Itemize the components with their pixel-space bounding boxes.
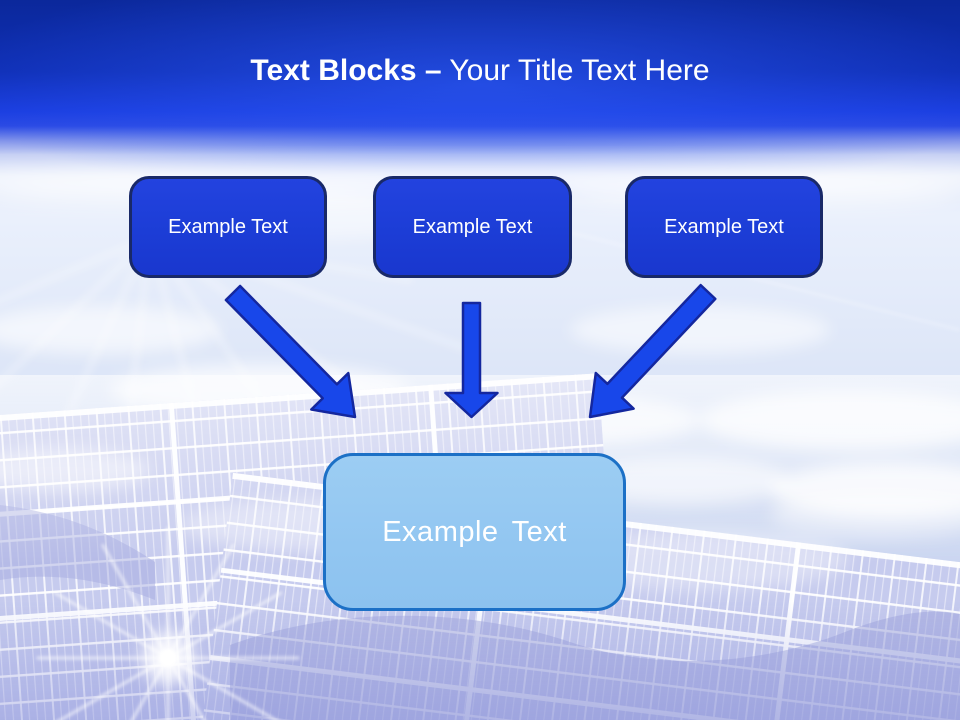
arrow-down-left-icon: [588, 283, 717, 419]
text-block-2-label: Example Text: [412, 215, 533, 238]
hill-reflection: [230, 611, 960, 720]
bottom-shade: [0, 600, 960, 720]
text-block-3-label: Example Text: [664, 215, 784, 238]
text-block-1[interactable]: Example Text: [129, 176, 327, 278]
slide-title[interactable]: Text Blocks – Your Title Text Here: [0, 52, 960, 90]
sunburst-center: [159, 649, 177, 667]
header-glow: [0, 0, 960, 205]
sunburst: [36, 526, 300, 720]
text-block-2[interactable]: Example Text: [373, 176, 572, 278]
summary-block-label: Example Text: [382, 515, 567, 548]
arrow-down-right-icon: [224, 284, 357, 419]
sunburst-core: [142, 632, 194, 684]
arrow-down-icon: [444, 301, 499, 419]
text-block-3[interactable]: Example Text: [625, 176, 823, 278]
hill-reflection-left: [0, 505, 155, 600]
title-bold-text: Text Blocks –: [250, 54, 442, 87]
summary-block[interactable]: Example Text: [323, 453, 626, 611]
text-block-1-label: Example Text: [168, 215, 288, 238]
title-regular-text: Your Title Text Here: [449, 54, 710, 87]
